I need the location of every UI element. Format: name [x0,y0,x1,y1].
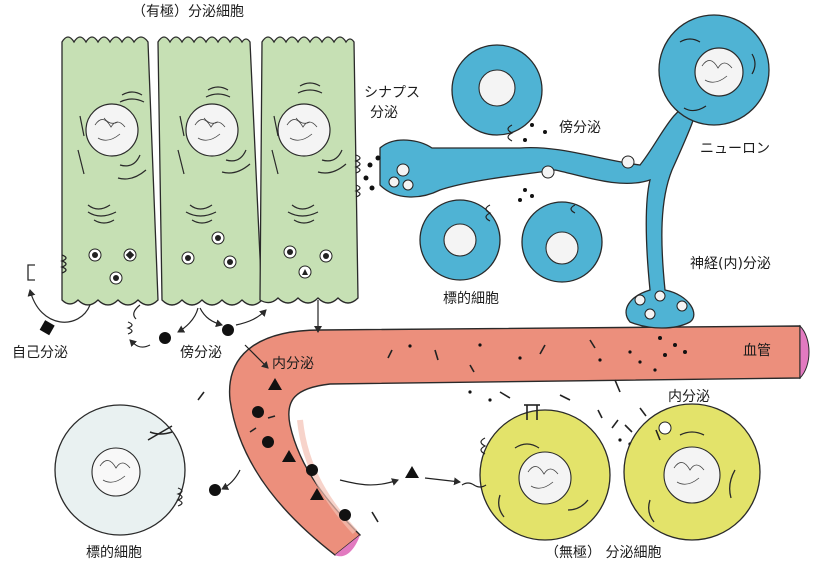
paracrine-bottom-path [128,305,266,347]
label-endocrine-top: 内分泌 [272,357,314,372]
label-synaptic-secretion-2: 分泌 [370,106,398,121]
label-neuron: ニューロン [700,142,770,157]
nonpolar-secretory-cells [462,404,760,540]
label-nonpolar-secretory: （無極） 分泌細胞 [545,546,661,561]
polarized-epithelium [62,37,358,305]
nucleus-icon [86,104,330,156]
epithelial-cell-3 [260,37,358,303]
label-blood-vessel: 血管 [743,344,771,359]
label-target-cell-top: 標的細胞 [443,292,499,307]
to-yellow-arrow [340,480,398,485]
label-synaptic-secretion-1: シナプス [364,86,420,101]
square-signal-icon [40,320,55,335]
label-paracrine-bottom: 傍分泌 [180,346,222,361]
target-cell-bottom-left [55,405,185,535]
label-polarized-secretory: （有極）分泌細胞 [132,5,244,20]
label-target-cell-bottom: 標的細胞 [86,546,142,561]
neuron [364,15,770,357]
label-autocrine: 自己分泌 [12,346,68,361]
to-target-arrow [222,470,240,489]
epithelial-cell-2 [158,37,262,305]
epithelial-cell-1 [62,37,158,305]
label-endocrine-right: 内分泌 [668,390,710,405]
circle-signal-icon [159,332,171,344]
label-paracrine-top: 傍分泌 [559,121,601,136]
label-neuroendocrine: 神経(内)分泌 [690,257,771,272]
triangle-signal-icon [425,478,460,482]
